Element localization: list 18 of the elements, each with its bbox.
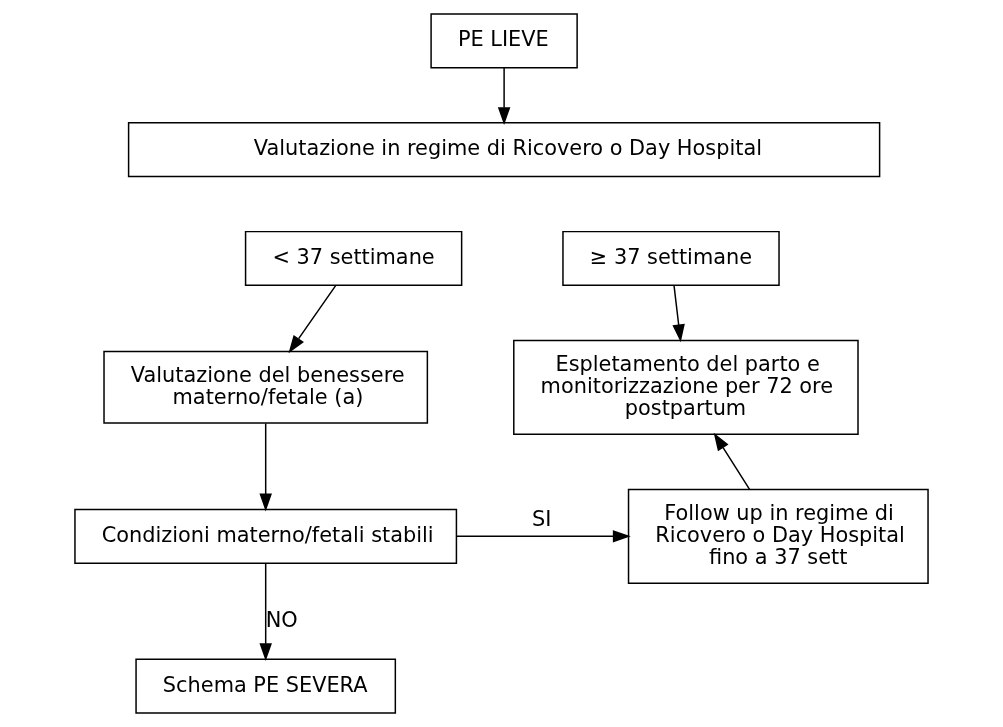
node-box: Espletamento del parto e monitorizzazione per 72 ore postpartum bbox=[513, 339, 859, 436]
node-box: Condizioni materno/fetali stabili bbox=[74, 508, 458, 564]
arrow bbox=[497, 67, 511, 126]
arrow bbox=[713, 432, 751, 490]
node-box: Schema PE SEVERA bbox=[135, 658, 397, 714]
arrow bbox=[259, 562, 272, 662]
node-box: Valutazione in regime di Ricovero o Day Hospital bbox=[127, 122, 881, 178]
node-box: ≥ 37 settimane bbox=[562, 230, 780, 286]
node-box: < 37 settimane bbox=[244, 230, 463, 286]
node-box: Follow up in regime di Ricovero o Day Hospital fino a 37 sett bbox=[627, 488, 929, 585]
edge-label: NO bbox=[265, 607, 298, 632]
arrow bbox=[672, 284, 685, 343]
arrow bbox=[288, 284, 337, 354]
arrow bbox=[259, 422, 272, 512]
edge-label: SI bbox=[532, 507, 552, 532]
node-box: PE LIEVE bbox=[430, 13, 578, 69]
arrow bbox=[455, 530, 631, 543]
node-box: Valutazione del benessere materno/fetale (a) bbox=[103, 350, 429, 424]
